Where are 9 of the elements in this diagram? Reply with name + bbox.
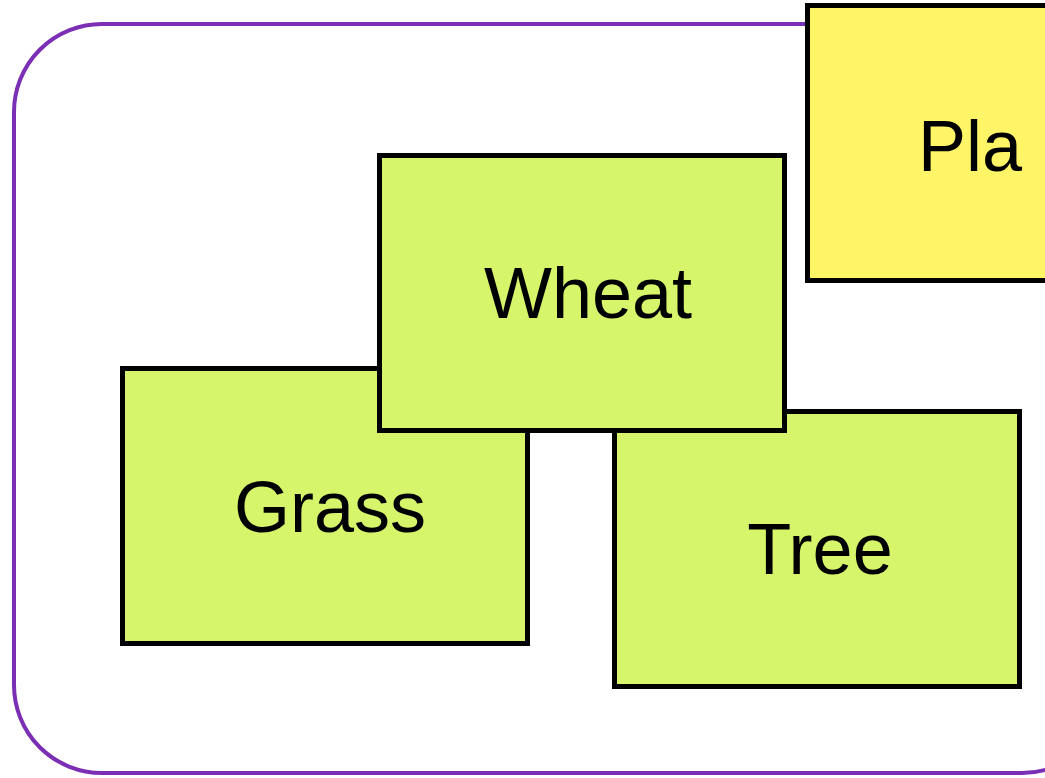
box-label: Pla [918,110,1023,182]
box-label: Wheat [483,257,693,329]
box-label: Tree [747,513,893,585]
label-box [805,3,1045,283]
label-box [377,153,787,433]
label-box [120,366,530,646]
label-box [612,409,1022,689]
box-label: Grass [234,471,426,543]
group-box [12,22,1045,775]
